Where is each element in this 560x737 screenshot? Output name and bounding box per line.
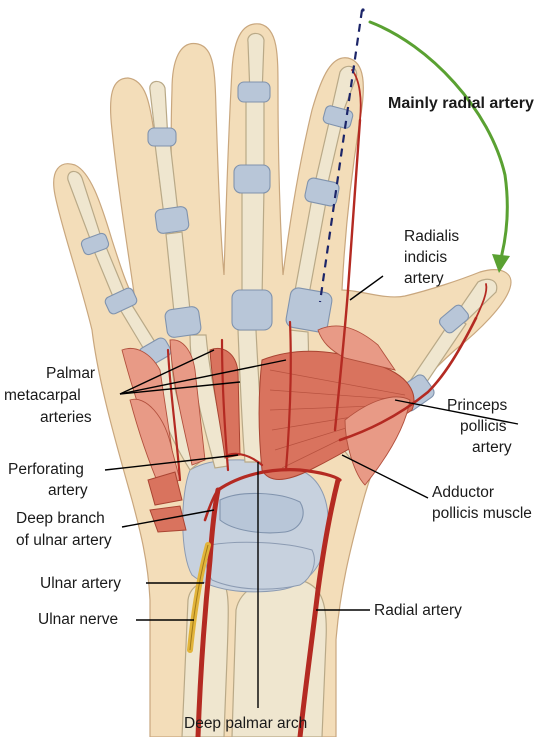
label-ulnar-nerve: Ulnar nerve [38,611,118,628]
ulnar-artery-vessel [195,487,221,737]
label-adductor-pollicis-2: pollicis muscle [432,505,532,522]
flexor-stub-1 [147,471,183,506]
ring-finger [147,80,202,338]
label-deep-branch-ulnar-1: Deep branch [16,510,105,527]
label-palmar-metacarpal-1: Palmar [46,365,95,382]
interosseous-muscle [209,348,241,459]
label-princeps-pollicis-3: artery [472,439,512,456]
label-deep-branch-ulnar-2: of ulnar artery [16,532,112,549]
radius-bone [231,578,327,737]
label-perforating-artery-2: artery [48,482,88,499]
lumbrical-4 [169,339,206,466]
arteries [166,69,488,737]
deep-palmar-arch-vessel [216,468,342,492]
label-ulnar-artery: Ulnar artery [40,575,121,592]
middle-finger [231,32,273,331]
label-palmar-metacarpal-3: arteries [40,409,92,426]
label-radialis-indicis-1: Radialis [404,228,459,245]
label-radialis-indicis-3: artery [404,270,444,287]
carpal-bones [219,492,304,534]
label-perforating-artery-1: Perforating [8,461,84,478]
label-palmar-metacarpal-2: metacarpal [4,387,81,404]
label-radialis-indicis-2: indicis [404,249,447,266]
label-princeps-pollicis-1: Princeps [447,397,508,414]
label-radial-artery: Radial artery [374,602,462,619]
first-dorsal-interosseous [317,325,397,371]
label-mainly-radial-artery: Mainly radial artery [388,95,534,112]
label-adductor-pollicis-1: Adductor [432,484,494,501]
label-princeps-pollicis-2: pollicis [460,418,507,435]
label-deep-palmar-arch: Deep palmar arch [184,715,307,732]
green-curved-arrow [368,20,509,264]
green-arrowhead [492,254,510,273]
radial-side-dashed-line [318,9,364,303]
leader-lines [104,275,519,708]
distal-radioulnar-ligament [205,541,315,590]
